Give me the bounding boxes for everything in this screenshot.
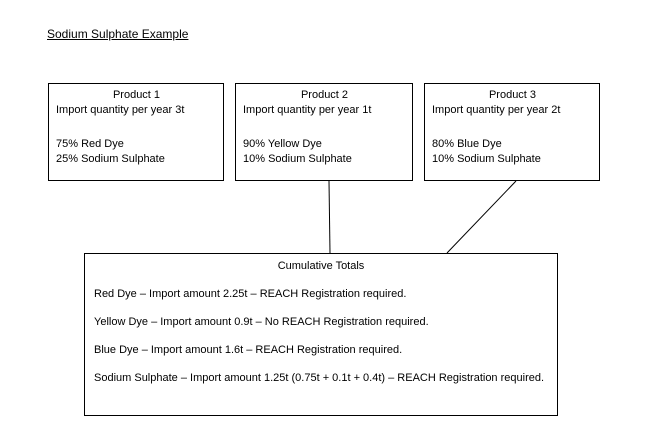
- product-2-component: 90% Yellow Dye: [243, 138, 322, 150]
- cumulative-totals-heading: Cumulative Totals: [277, 260, 365, 272]
- product-1-import-quantity: Import quantity per year 3t: [56, 104, 185, 116]
- total-line-red-dye: Red Dye – Import amount 2.25t – REACH Re…: [94, 288, 407, 300]
- total-line-blue-dye: Blue Dye – Import amount 1.6t – REACH Re…: [94, 344, 403, 356]
- total-line-sodium-sulphate: Sodium Sulphate – Import amount 1.25t (0…: [94, 372, 545, 384]
- product-3-component: 10% Sodium Sulphate: [432, 153, 541, 165]
- cumulative-totals-box: Cumulative Totals Red Dye – Import amoun…: [84, 253, 558, 416]
- product-2-box: Product 2 Import quantity per year 1t 90…: [235, 83, 413, 181]
- product-3-import-quantity: Import quantity per year 2t: [432, 104, 561, 116]
- total-line-yellow-dye: Yellow Dye – Import amount 0.9t – No REA…: [94, 316, 429, 328]
- diagram-title: Sodium Sulphate Example: [47, 27, 189, 41]
- product-2-name: Product 2: [300, 89, 349, 101]
- product-1-name: Product 1: [112, 89, 161, 101]
- product-2-component: 10% Sodium Sulphate: [243, 153, 352, 165]
- product-3-component: 80% Blue Dye: [432, 138, 502, 150]
- product-1-component: 75% Red Dye: [56, 138, 124, 150]
- product-1-component: 25% Sodium Sulphate: [56, 153, 165, 165]
- product-1-box: Product 1 Import quantity per year 3t 75…: [48, 83, 224, 181]
- product-3-box: Product 3 Import quantity per year 2t 80…: [424, 83, 600, 181]
- connector-product-2-to-totals: [328, 180, 331, 254]
- product-2-import-quantity: Import quantity per year 1t: [243, 104, 372, 116]
- product-3-name: Product 3: [488, 89, 537, 101]
- connector-product-3-to-totals: [446, 180, 517, 254]
